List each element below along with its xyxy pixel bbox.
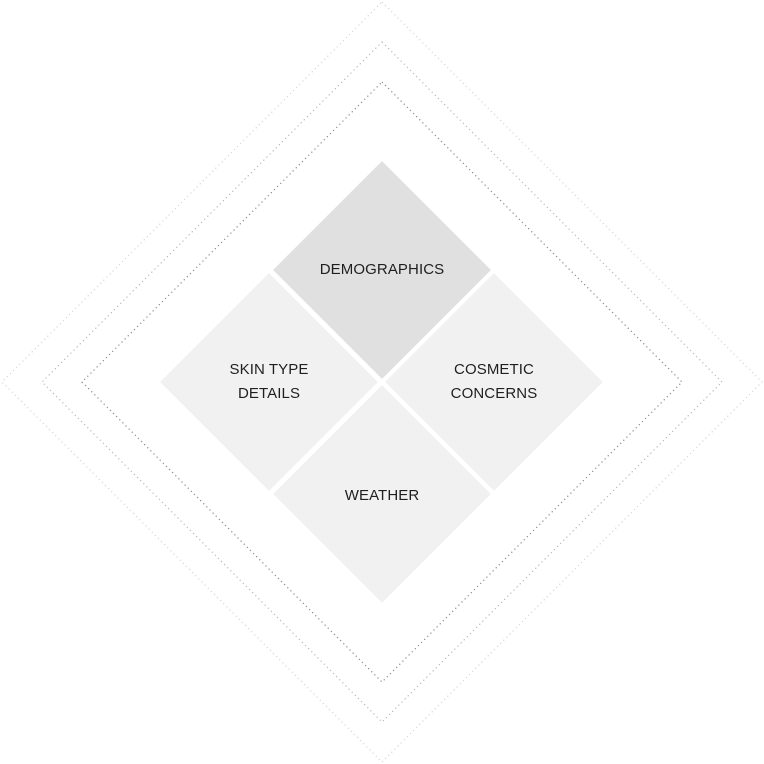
demographics-label: DEMOGRAPHICS — [319, 261, 445, 278]
cosmetic-concerns-label: COSMETIC CONCERNS — [450, 361, 538, 402]
middle-dotted-ring — [41, 41, 723, 723]
weather-label: WEATHER — [344, 487, 420, 504]
skin-type-details-label: SKIN TYPE DETAILS — [229, 361, 309, 402]
